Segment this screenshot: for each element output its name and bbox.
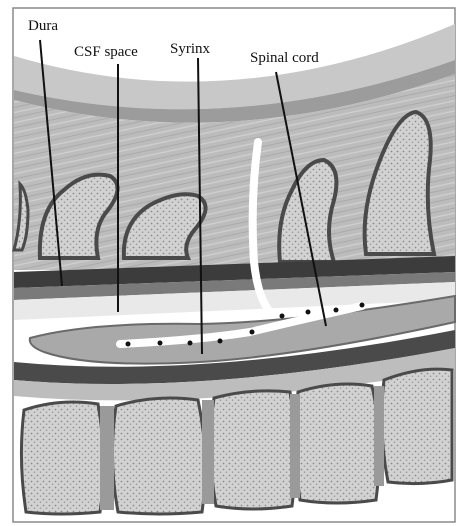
vertebral-body-1 (21, 402, 103, 514)
syrinx-dot (334, 308, 339, 313)
syrinx-dot (306, 310, 311, 315)
syrinx-dot (218, 339, 223, 344)
syrinx-dot (158, 341, 163, 346)
disc-2 (202, 400, 214, 504)
vertebral-body-3 (210, 391, 295, 509)
vertebral-body-2 (112, 398, 205, 514)
syrinx-dot (250, 330, 255, 335)
syrinx-dot (126, 342, 131, 347)
vertebral-body-5 (382, 369, 452, 483)
spinal-cord-label: Spinal cord (250, 50, 319, 66)
disc-1 (100, 406, 114, 510)
csf-space-label: CSF space (74, 44, 138, 60)
disc-3 (290, 394, 300, 498)
syrinx-dot (188, 341, 193, 346)
dura-label: Dura (28, 18, 58, 34)
vertebral-body-4 (295, 384, 379, 503)
syrinx-dot (360, 303, 365, 308)
disc-4 (374, 386, 384, 486)
syrinx-dot (280, 314, 285, 319)
syrinx-label: Syrinx (170, 41, 211, 57)
